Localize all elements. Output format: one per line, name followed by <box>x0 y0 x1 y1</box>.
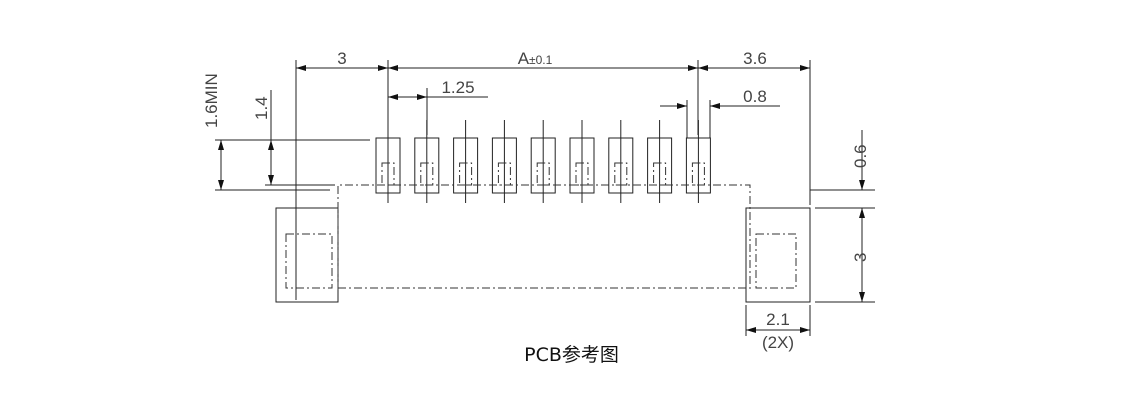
mount-pad-right <box>745 207 811 303</box>
dim-mount-width: 2.1 <box>766 310 790 329</box>
pin-outline <box>459 162 473 186</box>
dim-pad-height: 1.4 <box>252 96 271 120</box>
figure-caption: PCB参考图 <box>524 344 619 366</box>
pin-outline <box>497 162 511 186</box>
dim-pitch-span: A <box>518 49 530 68</box>
dim-mount-count: (2X) <box>762 333 794 352</box>
dim-pitch: 1.25 <box>441 78 474 97</box>
dim-gap: 0.6 <box>851 144 870 168</box>
dim-pitch-span-tol: ±0.1 <box>529 53 553 67</box>
dim-pad-width: 0.8 <box>743 87 767 106</box>
signal-pads <box>375 120 711 203</box>
pin-outline <box>653 162 667 186</box>
dim-right-offset: 3.6 <box>743 49 767 68</box>
svg-text:A±0.1: A±0.1 <box>518 49 553 68</box>
dim-mount-height: 3 <box>851 253 870 262</box>
dim-min-height: 1.6MIN <box>202 73 221 128</box>
dim-left-offset: 3 <box>337 49 346 68</box>
